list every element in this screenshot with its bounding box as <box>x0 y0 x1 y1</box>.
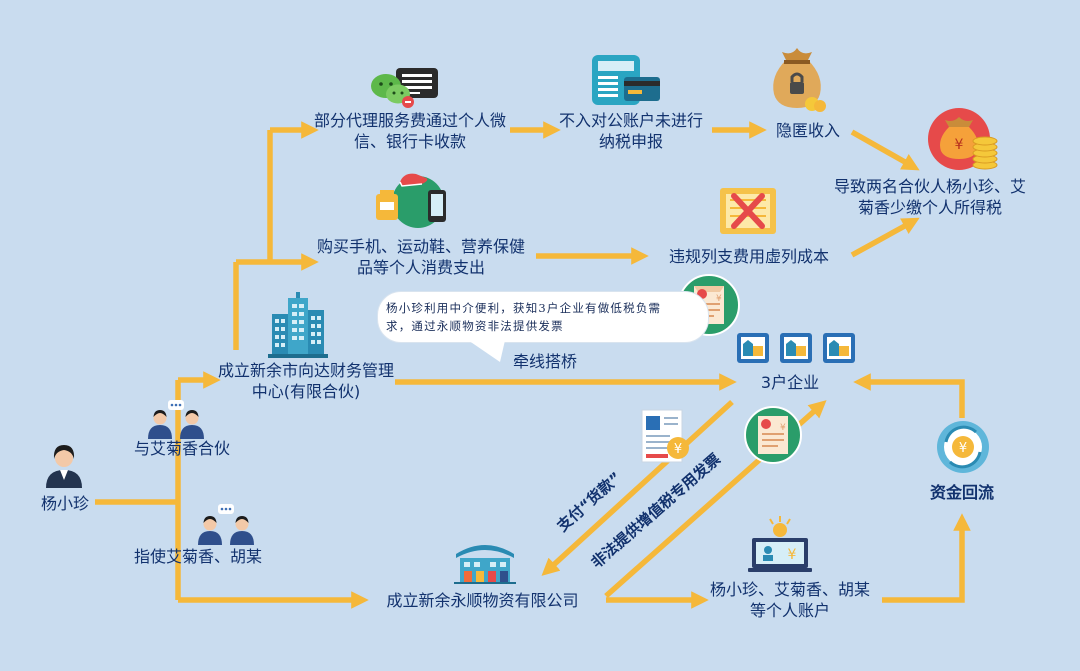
label-yongshun: 成立新余永顺物资有限公司 <box>386 591 579 610</box>
label-yang: 杨小珍 <box>40 494 89 513</box>
account-card-icon <box>592 55 660 105</box>
yuan-cycle-icon: ¥ <box>937 421 989 473</box>
connector-accounts-to-return <box>882 513 971 603</box>
connector-firms-to-yongshun <box>541 399 734 576</box>
money-bag-lock-icon <box>773 48 826 112</box>
speech-bubble-tail <box>462 336 506 362</box>
shopping-goods-icon <box>376 173 446 228</box>
label-three-firms: 3户企业 <box>760 373 820 392</box>
speech-bubble-text: 杨小珍利用中介便利，获知3户企业有做低税负需求，通过永顺物资非法提供发票 <box>386 301 662 333</box>
label-no-account: 不入对公账户未进行纳税申报 <box>558 111 703 151</box>
label-bridge: 牵线搭桥 <box>512 352 577 371</box>
label-fund-return: 资金回流 <box>929 483 994 502</box>
wechat-bank-card-icon <box>371 68 438 108</box>
label-conceal: 隐匿收入 <box>775 121 840 140</box>
svg-text:¥: ¥ <box>955 137 964 153</box>
svg-text:¥: ¥ <box>674 442 682 457</box>
connector-falsecost-to-result <box>850 217 920 258</box>
payment-document-icon: ¥ <box>641 409 689 463</box>
coin-stack-icon: ¥ <box>928 108 998 170</box>
label-partner-ai: 与艾菊香合伙 <box>133 439 230 458</box>
firm-icon-2 <box>780 333 812 363</box>
label-personal-accounts: 杨小珍、艾菊香、胡某等个人账户 <box>710 580 871 620</box>
partners-meeting-icon <box>148 400 204 439</box>
connector-return-to-firms <box>853 373 965 418</box>
speech-bubble <box>377 291 709 343</box>
firm-icon-1 <box>737 333 769 363</box>
svg-text:¥: ¥ <box>716 294 722 304</box>
firm-icon-3 <box>823 333 855 363</box>
label-purchase: 购买手机、运动鞋、营养保健品等个人消费支出 <box>316 237 525 277</box>
colleagues-talk-icon <box>198 504 254 545</box>
label-xiangda: 成立新余市向达财务管理中心(有限合伙) <box>217 361 394 401</box>
connector-conceal-to-result <box>850 129 920 171</box>
cancelled-invoice-icon <box>720 188 776 234</box>
vat-invoice-icon: ¥ <box>744 406 802 464</box>
company-building-icon <box>454 545 516 584</box>
label-instruct: 指使艾菊香、胡某 <box>133 547 262 566</box>
svg-text:¥: ¥ <box>959 441 967 456</box>
label-wechat-collect: 部分代理服务费通过个人微信、银行卡收款 <box>313 111 506 151</box>
office-building-icon <box>268 292 328 358</box>
label-false-cost: 违规列支费用虚列成本 <box>668 247 829 266</box>
personal-account-icon: ¥ <box>748 516 812 572</box>
woman-avatar-icon <box>46 445 82 488</box>
svg-text:¥: ¥ <box>780 423 786 433</box>
svg-text:¥: ¥ <box>788 547 797 563</box>
label-result: 导致两名合伙人杨小珍、艾菊香少缴个人所得税 <box>833 177 1026 217</box>
